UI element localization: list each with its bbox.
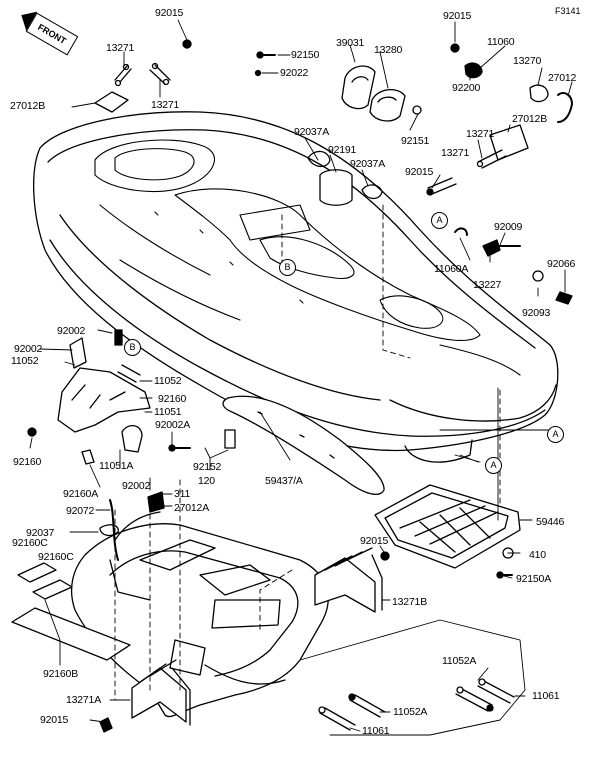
part-label: 92160C xyxy=(38,551,74,563)
part-label: 11061 xyxy=(532,690,560,702)
part-label: 92191 xyxy=(328,144,357,156)
part-label: 92093 xyxy=(522,307,551,319)
part-label: 92009 xyxy=(494,221,523,233)
part-label: 11051A xyxy=(99,460,134,472)
part-label: 27012B xyxy=(10,100,46,112)
part-label: 11060A xyxy=(434,263,469,275)
part-label: 11052 xyxy=(11,355,39,367)
part-label: 311 xyxy=(174,488,191,500)
part-label: 27012B xyxy=(512,113,548,125)
dash-lines xyxy=(114,204,501,701)
part-label: 92200 xyxy=(452,82,481,94)
pad-13271a xyxy=(131,659,191,726)
part-label: 11052A xyxy=(442,655,477,667)
part-label: 13271 xyxy=(441,147,470,159)
mount-bracket-left xyxy=(27,329,236,465)
hardware-top-center xyxy=(254,51,422,206)
part-label: 39031 xyxy=(336,37,365,49)
part-label: 11052 xyxy=(154,375,182,387)
part-label: 27012A xyxy=(174,502,210,514)
part-label: 11051 xyxy=(154,406,182,418)
part-label: 13227 xyxy=(473,279,502,291)
part-label: 92015 xyxy=(443,10,472,22)
part-label: 27012 xyxy=(548,72,577,84)
part-label: 92150 xyxy=(291,49,320,61)
part-label: 13270 xyxy=(513,55,542,67)
part-label: 92037A xyxy=(350,158,386,170)
figure-code: F3141 xyxy=(555,6,581,16)
part-label: 92150A xyxy=(516,573,552,585)
part-label: 92072 xyxy=(66,505,95,517)
part-label: 92160 xyxy=(158,393,187,405)
part-label: 13280 xyxy=(374,44,403,56)
part-label: 410 xyxy=(529,549,546,561)
part-label: 13271A xyxy=(66,694,102,706)
part-label: 11060 xyxy=(487,36,515,48)
callout-a-top: A xyxy=(431,212,448,229)
leader-lines xyxy=(29,19,573,732)
part-label: 11061 xyxy=(362,725,390,737)
part-label: 92037A xyxy=(294,126,330,138)
part-label: 92015 xyxy=(40,714,69,726)
part-label: 92037 xyxy=(26,527,55,539)
hardware-top-left xyxy=(94,39,192,113)
part-label: 92015 xyxy=(155,7,184,19)
hull-body xyxy=(33,111,559,463)
part-label: 11052A xyxy=(393,706,428,718)
part-label: 59446 xyxy=(536,516,565,528)
callout-b-bracket: B xyxy=(124,339,141,356)
part-label: 92066 xyxy=(547,258,576,270)
part-label: 13271 xyxy=(106,42,135,54)
part-label: 13271B xyxy=(392,596,428,608)
part-label: 92002 xyxy=(57,325,86,337)
part-label: 13271 xyxy=(466,128,495,140)
callout-a-rail: A xyxy=(547,426,564,443)
hardware-top-right xyxy=(426,43,573,305)
part-label: 92002A xyxy=(155,419,191,431)
pad-13271b xyxy=(314,547,383,613)
part-label: 92160C xyxy=(12,537,48,549)
part-label: 92160 xyxy=(13,456,42,468)
part-label: 92002 xyxy=(14,343,43,355)
part-label: 92002 xyxy=(122,480,151,492)
part-label: 92015 xyxy=(360,535,389,547)
group-outline xyxy=(299,619,526,736)
pad-92160b xyxy=(11,607,131,661)
hardware-lower xyxy=(99,491,515,733)
part-label: 92160A xyxy=(63,488,99,500)
part-label: 92160B xyxy=(43,668,79,680)
pad-92160c xyxy=(17,562,73,600)
hull-deck xyxy=(94,139,521,376)
part-label: 92015 xyxy=(405,166,434,178)
callout-b-hull: B xyxy=(279,259,296,276)
part-label: 92152 xyxy=(193,461,222,473)
callout-a-pump: A xyxy=(485,457,502,474)
part-label: 120 xyxy=(198,475,215,487)
ride-plate-59446 xyxy=(374,484,521,569)
deck-mat xyxy=(71,511,329,718)
part-label: 13271 xyxy=(151,99,180,111)
part-label: 59437/A xyxy=(265,475,303,487)
part-label: 92151 xyxy=(401,135,430,147)
part-label: 92022 xyxy=(280,67,309,79)
